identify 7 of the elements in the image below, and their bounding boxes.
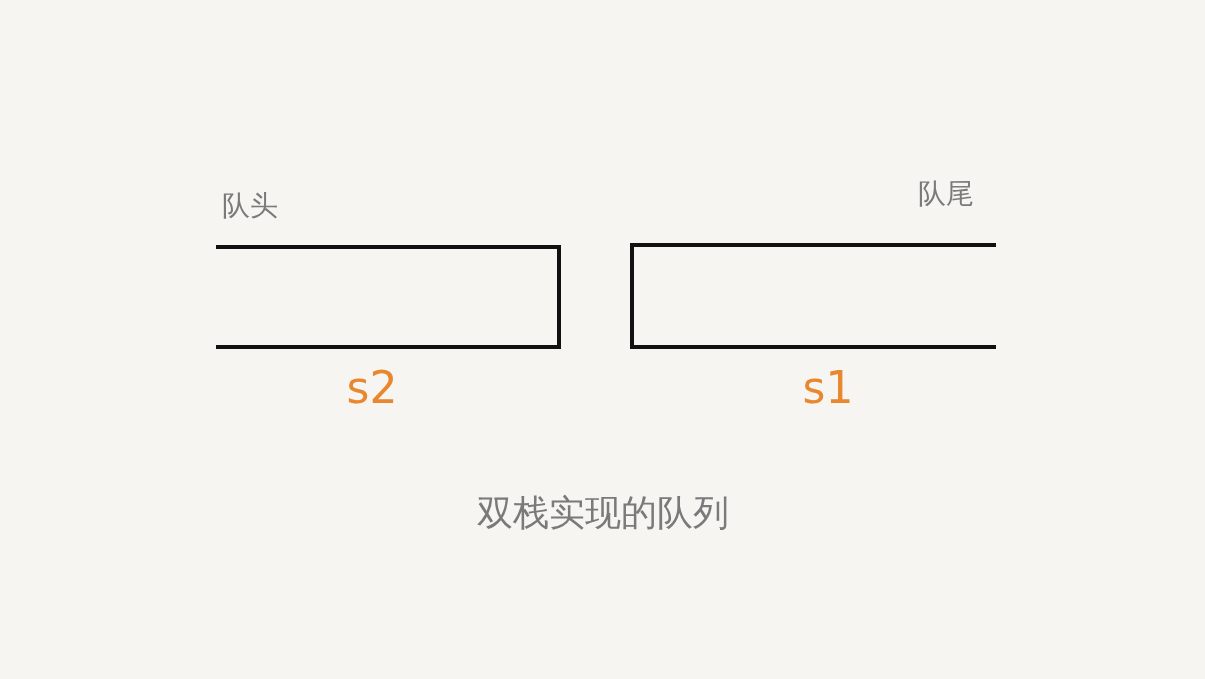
- caption: 双栈实现的队列: [476, 495, 729, 531]
- stack-outline: [216, 245, 561, 349]
- stack-outline: [630, 243, 996, 349]
- stack-name: s1: [802, 366, 854, 410]
- end-label: 队头: [222, 192, 278, 220]
- end-label: 队尾: [918, 180, 974, 208]
- stack-name: s2: [346, 366, 398, 410]
